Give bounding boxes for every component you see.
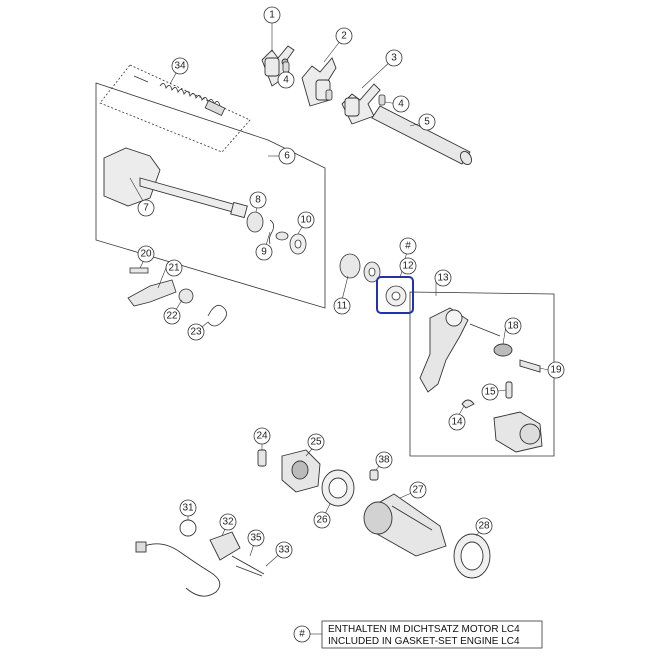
callout-8: 8: [255, 195, 261, 206]
shift-drum-parts: [257, 449, 355, 507]
needle-bearings: [339, 253, 407, 307]
callout-38: 38: [378, 455, 390, 466]
spring-34: [133, 75, 226, 116]
callout-13: 13: [437, 273, 449, 284]
callout-4b: 4: [398, 99, 404, 110]
callout-26: 26: [316, 515, 328, 526]
callout-20: 20: [140, 249, 152, 260]
shift-rail: [371, 105, 473, 166]
callout-22: 22: [166, 311, 178, 322]
legend-symbol: #: [299, 629, 305, 640]
callout-18: 18: [507, 321, 519, 332]
callout-2: 2: [341, 31, 347, 42]
callout-12: 12: [402, 261, 414, 272]
callout-3: 3: [391, 53, 397, 64]
shift-shaft: [103, 147, 248, 219]
callout-1: 1: [269, 10, 275, 21]
callout-15: 15: [484, 387, 496, 398]
callout-11: 11: [337, 301, 348, 312]
callout-4a: 4: [283, 75, 289, 86]
callout-hash: #: [405, 241, 411, 252]
callout-10: 10: [300, 215, 312, 226]
callout-7: 7: [143, 203, 149, 214]
legend-line-2: INCLUDED IN GASKET-SET ENGINE LC4: [328, 636, 520, 647]
callout-34: 34: [174, 61, 186, 72]
callout-14: 14: [451, 417, 463, 428]
callout-35: 35: [250, 533, 262, 544]
callout-27: 27: [412, 485, 424, 496]
group-outline-spring: [99, 64, 251, 153]
group-outline-shift-shaft: [95, 82, 326, 309]
legend: # ENTHALTEN IM DICHTSATZ MOTOR LC4 INCLU…: [293, 620, 543, 649]
callout-23: 23: [190, 327, 202, 338]
shift-lever: [419, 307, 541, 393]
callout-21: 21: [168, 263, 180, 274]
clip-and-washer: [246, 211, 307, 255]
shift-pedal-tip: [461, 381, 543, 453]
callout-5: 5: [424, 117, 430, 128]
callout-25: 25: [310, 437, 322, 448]
callout-6: 6: [284, 151, 290, 162]
shift-drum: [363, 469, 491, 579]
callout-32: 32: [222, 517, 234, 528]
callout-9: 9: [261, 247, 267, 258]
highlight-box: [376, 276, 414, 314]
callout-33: 33: [278, 545, 290, 556]
callout-24: 24: [256, 431, 268, 442]
callout-19: 19: [550, 365, 562, 376]
group-outline-shift-lever: [409, 291, 555, 457]
legend-line-1: ENTHALTEN IM DICHTSATZ MOTOR LC4: [328, 624, 520, 635]
shift-lever-small-parts: [127, 267, 227, 327]
shift-fork-3: [341, 83, 381, 125]
gear-sensor: [135, 519, 265, 597]
callout-28: 28: [478, 521, 490, 532]
callout-31: 31: [182, 503, 194, 514]
